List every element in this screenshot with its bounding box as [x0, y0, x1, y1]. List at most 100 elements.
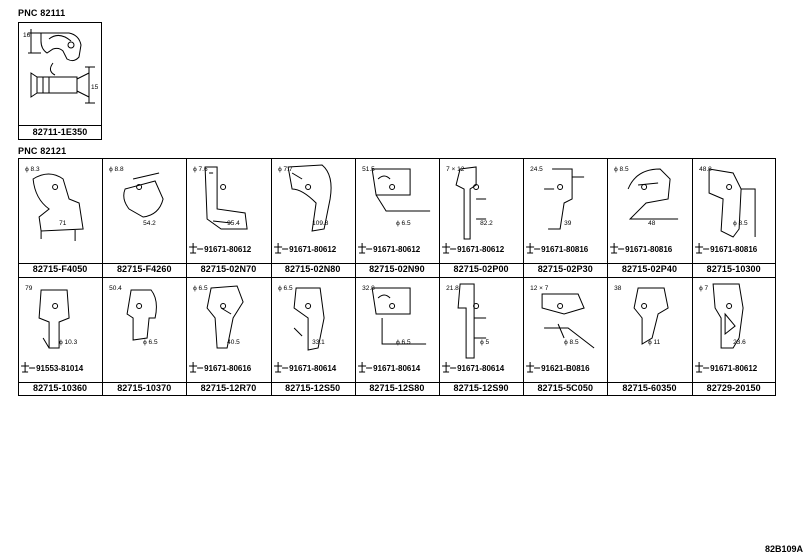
bolt-part-number[interactable]: 91671-80612 — [204, 245, 252, 254]
cell-divider — [523, 158, 525, 277]
bracket-outline — [32, 173, 84, 241]
dim-label: ϕ 7.7 — [278, 166, 293, 173]
bolt-part-number[interactable]: 91671-80616 — [204, 364, 252, 373]
bracket-outline — [708, 168, 756, 238]
bracket-outline — [712, 283, 744, 349]
dim-label: ϕ 7 — [699, 285, 708, 292]
row-divider — [18, 277, 776, 278]
part-number[interactable]: 82715-12S90 — [453, 383, 509, 393]
bolt-icon — [357, 362, 366, 373]
bolt-part-number[interactable]: 91671-80816 — [710, 245, 758, 254]
part-number[interactable]: 82715-10300 — [706, 264, 761, 274]
part-number[interactable]: 82715-02P30 — [537, 264, 593, 274]
part-number[interactable]: 82715-02N90 — [369, 264, 425, 274]
bracket-outline — [628, 168, 679, 220]
part-number[interactable]: 82729-20150 — [706, 383, 761, 393]
bolt-part-number[interactable]: 91671-80612 — [710, 364, 758, 373]
mounting-hole — [304, 303, 311, 309]
cell-divider — [691, 277, 693, 396]
bolt-icon — [357, 243, 366, 254]
bolt-part-number[interactable]: 91671-80612 — [457, 245, 505, 254]
part-drawing-82711: 16 15 — [19, 23, 101, 125]
part-number[interactable]: 82711-1E350 — [32, 127, 88, 137]
mounting-hole — [304, 184, 311, 190]
bolt-part-number[interactable]: 91671-80614 — [373, 364, 421, 373]
dim-label: 48 — [648, 220, 656, 227]
bolt-part-number[interactable]: 91671-80614 — [289, 364, 337, 373]
bolt-part-number[interactable]: 91553-81014 — [36, 364, 84, 373]
bracket-outline — [455, 166, 487, 240]
mounting-hole — [220, 303, 227, 309]
bolt-part-number[interactable]: 91671-80816 — [625, 245, 673, 254]
bolt-icon — [273, 362, 282, 373]
dim-label: 21.8 — [446, 285, 459, 292]
dim-label: 95.4 — [227, 220, 240, 227]
part-number[interactable]: 82715-10370 — [117, 383, 172, 393]
mounting-hole — [557, 303, 564, 309]
part-number[interactable]: 82715-10360 — [33, 383, 88, 393]
dim-label: 32.8 — [362, 285, 375, 292]
bolt-icon — [526, 362, 535, 373]
dim-label: 16 — [23, 32, 31, 39]
bolt-part-number[interactable]: 91671-80612 — [373, 245, 421, 254]
mounting-hole — [136, 184, 143, 190]
part-number[interactable]: 82715-12S50 — [285, 383, 341, 393]
bolt-part-number[interactable]: 91671-80612 — [289, 245, 337, 254]
diagram-id: 82B109A — [764, 544, 803, 554]
cell-divider — [523, 277, 525, 396]
part-number[interactable]: 82715-F4260 — [116, 264, 172, 274]
bracket-outline — [38, 289, 70, 349]
bracket-outline — [541, 293, 595, 349]
part-number[interactable]: 82715-02P40 — [621, 264, 678, 274]
bracket-outline — [287, 164, 332, 232]
part-cell-82715-02n80[interactable]: ϕ 7.7 109.8 91671-80612 — [272, 159, 354, 262]
part-number[interactable]: 82715-12R70 — [200, 383, 257, 393]
part-number[interactable]: 82715-02N70 — [200, 264, 257, 274]
bolt-part-number[interactable]: 91621-B0816 — [541, 364, 590, 373]
bolt-icon — [694, 362, 703, 373]
bolt-icon — [189, 243, 198, 254]
dim-label: 24.5 — [530, 166, 543, 173]
cell-divider — [691, 158, 693, 277]
part-number[interactable]: 82715-02P00 — [453, 264, 509, 274]
bolt-part-number[interactable]: 91671-80816 — [541, 245, 589, 254]
bracket-outline — [457, 283, 487, 359]
part-number[interactable]: 82715-5C050 — [537, 383, 594, 393]
bolt-icon — [610, 243, 619, 254]
part-box-82711[interactable]: 16 15 82711-1E350 — [18, 22, 102, 140]
dim-label: ϕ 6.5 — [278, 285, 293, 292]
part-number[interactable]: 82715-12S80 — [369, 383, 425, 393]
part-number[interactable]: 82715-60350 — [622, 383, 677, 393]
cell-divider — [354, 277, 356, 396]
cell-divider — [607, 158, 609, 277]
part-number[interactable]: 82715-F4050 — [32, 264, 88, 274]
mounting-hole — [52, 184, 59, 190]
part-number[interactable]: 82715-02N80 — [284, 264, 341, 274]
dim-label: 71 — [59, 220, 67, 227]
bolt-icon — [189, 362, 198, 373]
dim-label: 109.8 — [312, 220, 329, 227]
mounting-hole — [641, 303, 648, 309]
bolt-part-number[interactable]: 91671-80614 — [457, 364, 505, 373]
